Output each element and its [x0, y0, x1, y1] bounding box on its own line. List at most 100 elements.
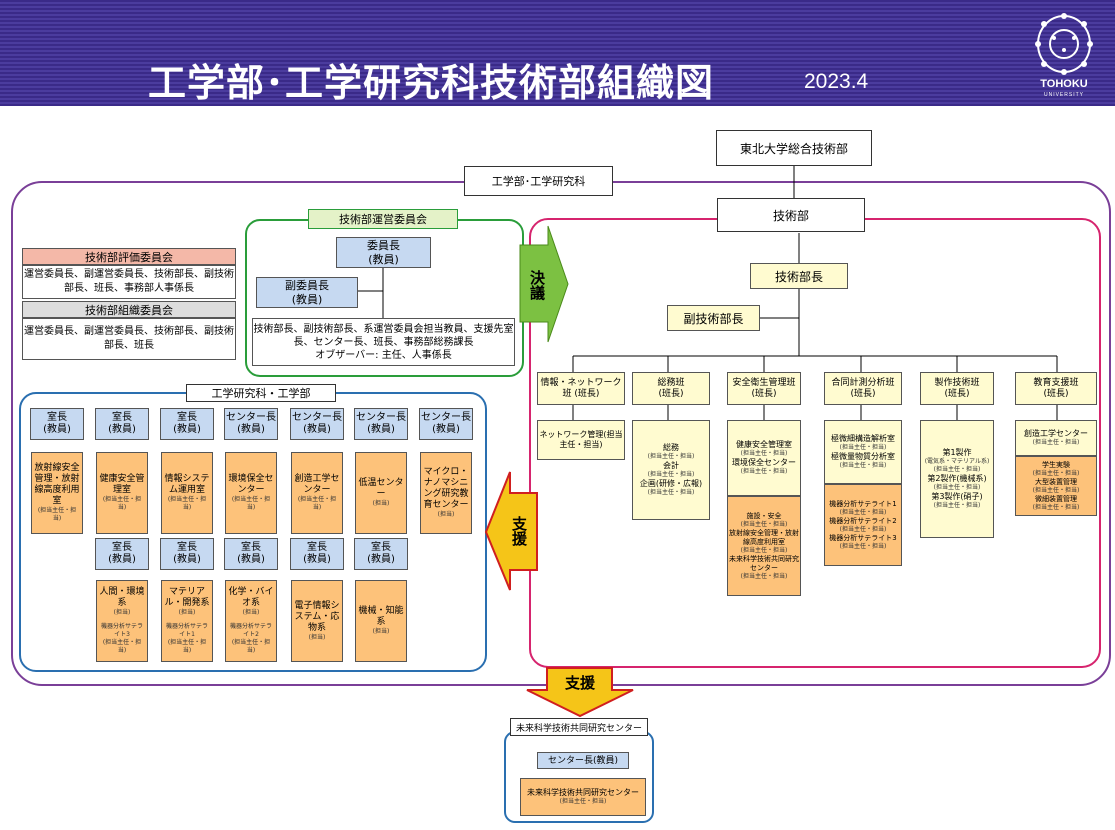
tech-group-body: 創造工学センター(担当主任・担当) [1015, 420, 1097, 456]
dept-body-box: 創造工学センター(担当主任・担当) [291, 452, 343, 534]
tech-group-item: (担当主任・担当) [647, 453, 695, 460]
tech-group-item: 微細装置管理 [1035, 494, 1077, 503]
dept-sub: (担当主任・担当) [102, 496, 142, 511]
tech-group-item: (担当主任・担当) [740, 468, 788, 475]
tech-group-item: (担当主任・担当) [933, 484, 981, 491]
dept-sub: (担当) [372, 500, 390, 507]
tech-group-body-orange: 学生実験(担当主任・担当)大型装置管理(担当主任・担当)微細装置管理(担当主任・… [1015, 456, 1097, 516]
dept-body-box: 環境保全センター(担当主任・担当) [225, 452, 277, 534]
dept-name: 健康安全管理室 [99, 474, 145, 495]
shien-left-arrow [484, 471, 538, 591]
dept-role: (教員) [43, 424, 71, 435]
dept-sub: (担当) [178, 609, 196, 616]
dept-body-box: 情報システム運用室(担当主任・担当) [161, 452, 213, 534]
dept-sub: (担当主任・担当) [231, 496, 271, 511]
dept-role: (教員) [237, 554, 265, 565]
dept-body-box: 低温センター(担当) [355, 452, 407, 534]
dept-name: 化学・バイオ系 [228, 587, 274, 608]
tech-group-item: (担当主任・担当) [933, 502, 981, 509]
mirai-sub: (担当主任・担当) [559, 798, 607, 805]
dept-head-box: センター長(教員) [354, 408, 408, 440]
tech-group-item: (担当主任・担当) [839, 525, 887, 533]
dept-body-box: 人間・環境系(担当)機器分析サテライト3(担当主任・担当) [96, 580, 148, 662]
dept-role: (教員) [108, 554, 136, 565]
tech-group-body-orange: 施設・安全(担当主任・担当)放射線安全管理・放射線高度利用室(担当主任・担当)未… [727, 496, 801, 596]
dept-body-box: マテリアル・開発系(担当)機器分析サテライト1(担当主任・担当) [161, 580, 213, 662]
tech-group-item: (担当主任・担当) [1032, 469, 1080, 477]
dept-role: (教員) [303, 554, 331, 565]
tech-group-item: 大型装置管理 [1035, 477, 1077, 486]
tech-group-item: (担当主任・担当) [647, 489, 695, 496]
shien-down-label: 支援 [564, 673, 595, 692]
tech-group-body-orange: 機器分析サテライト1(担当主任・担当)機器分析サテライト2(担当主任・担当)機器… [824, 484, 902, 566]
tech-group-item: (担当主任・担当) [647, 471, 695, 478]
unei-vice: 副委員長 [285, 278, 329, 292]
tech-group-item: (担当主任・担当) [839, 508, 887, 516]
tech-group-body: 極微細構造解析室(担当主任・担当)極微量物質分析室(担当主任・担当) [824, 420, 902, 484]
dept-name: 電子情報システム・応物系 [294, 600, 340, 633]
tech-group-item: 総務 [663, 443, 679, 452]
dept-head: 室長 [307, 542, 327, 553]
gijutsubu-box: 技術部 [717, 198, 865, 232]
header-banner [0, 0, 1115, 106]
mirai-box: 未来科学技術共同研究センター (担当主任・担当) [520, 778, 646, 816]
dept-role: (教員) [303, 424, 331, 435]
tech-group-item: 未来科学技術共同研究センター [729, 554, 799, 572]
tech-group-item: (担当主任・担当) [740, 450, 788, 457]
dept-sub: (担当) [437, 511, 455, 518]
dept-sub: (担当) [372, 628, 390, 635]
tech-group-item: 極微量物質分析室 [831, 452, 895, 461]
org-committee-members: 運営委員長、副運営委員長、技術部長、副技術部長、班長 [22, 318, 236, 360]
dept-extra-sub: (担当主任・担当) [167, 639, 207, 654]
tech-group-item: 健康安全管理室 [736, 440, 792, 449]
logo-text: TOHOKU [1040, 78, 1088, 90]
tohoku-university-emblem-icon [1024, 10, 1104, 102]
dept-name: 環境保全センター [228, 474, 274, 495]
tech-group-item: ネットワーク管理(担当主任・担当) [539, 430, 623, 449]
tech-group-item: (担当主任・担当) [740, 546, 788, 554]
tech-group-item: 極微細構造解析室 [831, 434, 895, 443]
tech-group-item: (担当主任・担当) [933, 466, 981, 473]
mirai-name: 未来科学技術共同研究センター [527, 788, 639, 797]
tech-group-item: 創造工学センター [1024, 429, 1088, 438]
mirai-title: 未来科学技術共同研究センター [510, 718, 648, 736]
dept-name: 人間・環境系 [99, 587, 145, 608]
dept-head-box: 室長(教員) [224, 538, 278, 570]
tech-group-item: (担当主任・担当) [839, 462, 887, 469]
dept-head-box: センター長(教員) [419, 408, 473, 440]
unei-chair-role: (教員) [368, 252, 399, 266]
dept-head-box: 室長(教員) [30, 408, 84, 440]
dept-sub: (担当主任・担当) [37, 507, 77, 522]
page-title: 工学部･工学研究科技術部組織図 [148, 61, 715, 105]
unei-vice-role: (教員) [291, 292, 323, 306]
tech-group-item: (担当主任・担当) [1032, 439, 1080, 446]
dept-name: 情報システム運用室 [164, 474, 210, 495]
logo-subtext: UNIVERSITY [1043, 92, 1084, 98]
tech-group-item: (担当主任・担当) [839, 444, 887, 451]
mirai-head: センター長(教員) [537, 752, 629, 769]
unei-vice-box: 副委員長 (教員) [256, 277, 358, 308]
tech-group-item: 機器分析サテライト1 [829, 499, 897, 508]
dept-body-box: マイクロ・ナノマシニング研究教育センター(担当) [420, 452, 472, 534]
dept-head: センター長 [356, 412, 406, 423]
eval-committee-members: 運営委員長、副運営委員長、技術部長、副技術部長、班長、事務部人事係長 [22, 265, 236, 299]
tech-group-item: 環境保全センター [732, 458, 796, 467]
dept-role: (教員) [237, 424, 265, 435]
tech-group-head: 合同計測分析班 (班長) [824, 372, 902, 405]
tech-group-item: (担当主任・担当) [839, 542, 887, 550]
dept-head-box: 室長(教員) [160, 538, 214, 570]
dept-extra-sub: (担当主任・担当) [102, 639, 142, 654]
dept-head: 室長 [241, 542, 261, 553]
tech-group-item: 機器分析サテライト2 [829, 516, 897, 525]
tech-group-item: 施設・安全 [746, 511, 782, 520]
dept-role: (教員) [432, 424, 460, 435]
dept-role: (教員) [173, 554, 201, 565]
tech-head-box: 技術部長 [750, 263, 848, 289]
dept-body-box: 健康安全管理室(担当主任・担当) [96, 452, 148, 534]
dept-role: (教員) [367, 424, 395, 435]
tech-group-item: 第2製作(機械系) [927, 474, 987, 483]
tech-group-head: 情報・ネットワーク班 (班長) [537, 372, 625, 405]
dept-head: 室長 [47, 412, 67, 423]
dept-body-box: 化学・バイオ系(担当)機器分析サテライト2(担当主任・担当) [225, 580, 277, 662]
dept-name: 創造工学センター [294, 474, 340, 495]
